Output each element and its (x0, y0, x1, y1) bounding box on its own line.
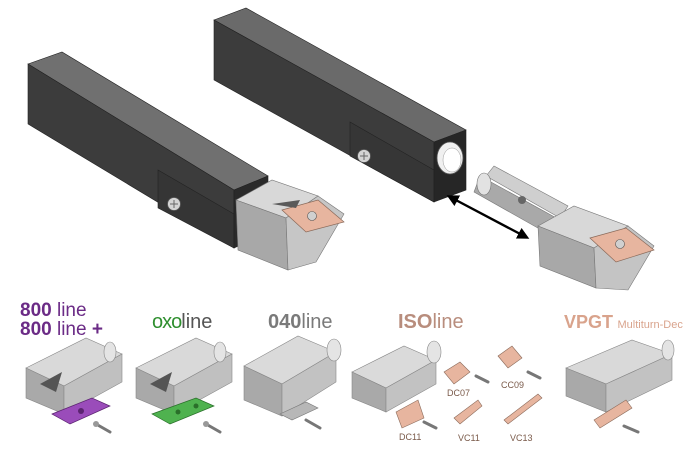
label-800-line-plus: 800 line + (20, 320, 103, 339)
label-040-num: 040 (268, 311, 302, 333)
code-vc11: VC11 (458, 433, 480, 443)
label-800-line: 800 line (20, 301, 87, 320)
exchangeable-head (473, 165, 655, 291)
code-vc13: VC13 (510, 433, 533, 443)
label-800-num: 800 (20, 300, 52, 321)
left-tool-head (235, 179, 345, 271)
label-iso-word: line (432, 311, 464, 333)
label-iso-num: ISO (398, 311, 433, 333)
label-oxo-line: oxoline (152, 312, 212, 332)
oxo-word: line (181, 311, 213, 333)
label-vpgt-num: VPGT (564, 312, 614, 332)
head-040-line (243, 335, 342, 430)
left-tool-holder (27, 51, 269, 249)
right-tool-holder (213, 7, 467, 203)
label-800-word: line (51, 300, 87, 321)
label-800plus-num: 800 (20, 319, 52, 340)
label-vpgt-sub: Multiturn-Dec (617, 319, 683, 331)
label-800plus-word: line (51, 319, 87, 340)
head-iso-line (351, 340, 543, 430)
label-040-word: line (301, 311, 333, 333)
head-vpgt (565, 339, 675, 434)
oxo-mark: oxo (152, 311, 182, 333)
label-040-line: 040line (268, 312, 333, 332)
green-insert (151, 397, 215, 425)
code-dc07: DC07 (447, 388, 471, 398)
head-800-line (25, 337, 123, 434)
code-dc11: DC11 (399, 432, 422, 442)
plus-icon: + (91, 319, 103, 340)
label-vpgt: VPGT Multiturn-Dec (564, 313, 683, 332)
double-arrow-icon (446, 195, 530, 239)
label-iso-line: ISOline (398, 312, 464, 332)
code-cc09: CC09 (501, 380, 525, 390)
head-oxo-line (135, 337, 233, 434)
